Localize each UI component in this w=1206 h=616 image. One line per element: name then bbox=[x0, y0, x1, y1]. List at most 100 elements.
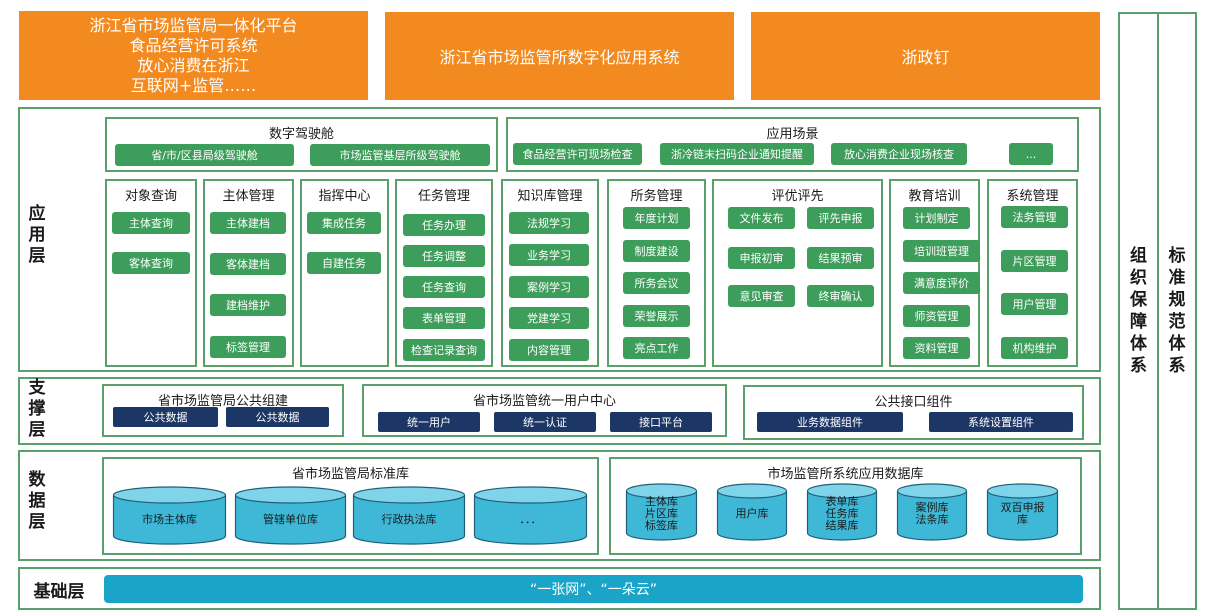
support-item[interactable]: 公共数据 bbox=[113, 407, 218, 427]
database-cylinder[interactable]: 市场主体库 bbox=[112, 486, 227, 545]
support-item[interactable]: 接口平台 bbox=[610, 412, 712, 432]
database-label: 双百申报 bbox=[1000, 501, 1045, 514]
module-item[interactable]: 检查记录查询 bbox=[403, 339, 485, 361]
layer-char: 用 bbox=[28, 225, 46, 245]
database-label: 表单库 bbox=[825, 495, 859, 508]
module-item[interactable]: 年度计划 bbox=[623, 207, 690, 229]
module-item[interactable]: 标签管理 bbox=[210, 336, 286, 358]
layer-char: 层 bbox=[28, 246, 46, 266]
support-item[interactable]: 统一用户 bbox=[378, 412, 480, 432]
module-task-management: 任务管理 bbox=[395, 179, 493, 367]
module-title: 主体管理 bbox=[222, 189, 275, 204]
scene-item-consumer-check[interactable]: 放心消费企业现场核查 bbox=[831, 143, 967, 165]
database-label: 用户库 bbox=[735, 507, 769, 520]
support-item[interactable]: 统一认证 bbox=[494, 412, 596, 432]
layer-char: 层 bbox=[28, 512, 46, 532]
module-item[interactable]: 主体查询 bbox=[112, 212, 190, 234]
module-item[interactable]: 集成任务 bbox=[307, 212, 381, 234]
module-item[interactable]: 申报初审 bbox=[728, 247, 795, 269]
zhezhengding-title: 浙政钉 bbox=[901, 48, 950, 67]
org-char: 系 bbox=[1130, 356, 1147, 376]
module-item[interactable]: 所务会议 bbox=[623, 272, 690, 294]
module-item[interactable]: 法务管理 bbox=[1001, 206, 1068, 228]
module-item[interactable]: 意见审查 bbox=[728, 285, 795, 307]
database-cylinder[interactable]: 用户库 bbox=[716, 483, 788, 541]
database-cylinder[interactable]: 行政执法库 bbox=[352, 486, 466, 545]
digital-app-title: 浙江省市场监管所数字化应用系统 bbox=[439, 48, 680, 67]
application-scenes-title: 应用场景 bbox=[766, 127, 819, 142]
database-cylinder[interactable]: 主体库 片区库 标签库 bbox=[625, 483, 698, 541]
module-item[interactable]: 任务查询 bbox=[403, 276, 485, 298]
module-item[interactable]: 亮点工作 bbox=[623, 337, 690, 359]
module-item[interactable]: 制度建设 bbox=[623, 240, 690, 262]
module-item[interactable]: 客体查询 bbox=[112, 252, 190, 274]
scene-item-more[interactable]: ... bbox=[1009, 143, 1053, 165]
module-item[interactable]: 主体建档 bbox=[210, 212, 286, 234]
portal-line-3: 放心消费在浙江 bbox=[137, 55, 250, 75]
database-label: 管辖单位库 bbox=[263, 513, 318, 526]
database-label: 库 bbox=[1017, 513, 1028, 526]
support-layer-label: 支 撑 层 bbox=[22, 378, 52, 441]
module-item[interactable]: 满意度评价 bbox=[903, 272, 980, 294]
digital-app-header-block: 浙江省市场监管所数字化应用系统 bbox=[385, 12, 734, 100]
database-cylinder[interactable]: 双百申报 库 bbox=[986, 483, 1059, 541]
module-item[interactable]: 评先申报 bbox=[807, 207, 874, 229]
module-item[interactable]: 文件发布 bbox=[728, 207, 795, 229]
module-item[interactable]: 片区管理 bbox=[1001, 250, 1068, 272]
module-item[interactable]: 表单管理 bbox=[403, 307, 485, 329]
zhezhengding-header-block: 浙政钉 bbox=[751, 12, 1100, 100]
cockpit-item-grassroots[interactable]: 市场监管基层所级驾驶舱 bbox=[310, 144, 490, 166]
module-title: 知识库管理 bbox=[517, 189, 583, 204]
database-label: 结果库 bbox=[825, 519, 859, 532]
data-layer-label: 数 据 层 bbox=[22, 470, 52, 533]
support-box-title: 省市场监管统一用户中心 bbox=[472, 394, 616, 409]
module-title: 对象查询 bbox=[124, 189, 177, 204]
database-cylinder[interactable]: 表单库 任务库 结果库 bbox=[806, 483, 878, 541]
module-item[interactable]: 资料管理 bbox=[903, 337, 970, 359]
module-item[interactable]: 师资管理 bbox=[903, 305, 970, 327]
module-item[interactable]: 培训班管理 bbox=[903, 240, 980, 262]
org-char: 保 bbox=[1130, 290, 1147, 310]
module-title: 指挥中心 bbox=[318, 189, 371, 204]
support-item[interactable]: 业务数据组件 bbox=[757, 412, 903, 432]
database-label: 标签库 bbox=[645, 519, 678, 532]
cockpit-item-province[interactable]: 省/市/区县局级驾驶舱 bbox=[115, 144, 294, 166]
module-title: 评优评先 bbox=[771, 189, 824, 204]
module-item[interactable]: 用户管理 bbox=[1001, 293, 1068, 315]
database-cylinder[interactable]: 管辖单位库 bbox=[234, 486, 347, 545]
support-box-title: 省市场监管局公共组建 bbox=[157, 394, 288, 409]
module-item[interactable]: 终审确认 bbox=[807, 285, 874, 307]
module-item[interactable]: 结果预审 bbox=[807, 247, 874, 269]
support-item[interactable]: 公共数据 bbox=[226, 407, 329, 427]
module-item[interactable]: 机构维护 bbox=[1001, 337, 1068, 359]
module-item[interactable]: 荣誉展示 bbox=[623, 305, 690, 327]
std-char: 系 bbox=[1168, 356, 1186, 376]
database-cylinder[interactable]: ．．． bbox=[473, 486, 588, 545]
org-char: 障 bbox=[1130, 312, 1147, 332]
module-title: 任务管理 bbox=[417, 189, 470, 204]
module-item[interactable]: 建档维护 bbox=[210, 294, 286, 316]
module-item[interactable]: 任务调整 bbox=[403, 245, 485, 267]
database-cylinder[interactable]: 案例库 法条库 bbox=[896, 483, 968, 541]
module-item[interactable]: 自建任务 bbox=[307, 252, 381, 274]
module-item[interactable]: 案例学习 bbox=[509, 276, 589, 298]
portal-line-1: 浙江省市场监管局一体化平台 bbox=[89, 15, 298, 35]
scene-item-food-permit[interactable]: 食品经营许可现场检查 bbox=[513, 143, 642, 165]
database-label: 案例库 bbox=[915, 501, 949, 514]
org-guarantee-system: 组 织 保 障 体 系 bbox=[1118, 12, 1159, 610]
layer-char: 层 bbox=[28, 420, 46, 440]
module-item[interactable]: 计划制定 bbox=[903, 207, 970, 229]
database-label: 法条库 bbox=[915, 513, 949, 526]
layer-char: 撑 bbox=[28, 399, 46, 419]
database-label: 任务库 bbox=[825, 507, 859, 520]
module-item[interactable]: 业务学习 bbox=[509, 244, 589, 266]
module-item[interactable]: 法规学习 bbox=[509, 212, 589, 234]
module-item[interactable]: 任务办理 bbox=[403, 214, 485, 236]
module-item[interactable]: 内容管理 bbox=[509, 339, 589, 361]
module-item[interactable]: 党建学习 bbox=[509, 307, 589, 329]
module-item[interactable]: 客体建档 bbox=[210, 253, 286, 275]
database-label: ．．． bbox=[519, 513, 542, 526]
scene-item-cold-chain[interactable]: 浙冷链末扫码企业通知提醒 bbox=[660, 143, 814, 165]
support-item[interactable]: 系统设置组件 bbox=[929, 412, 1073, 432]
std-char: 体 bbox=[1168, 334, 1186, 354]
